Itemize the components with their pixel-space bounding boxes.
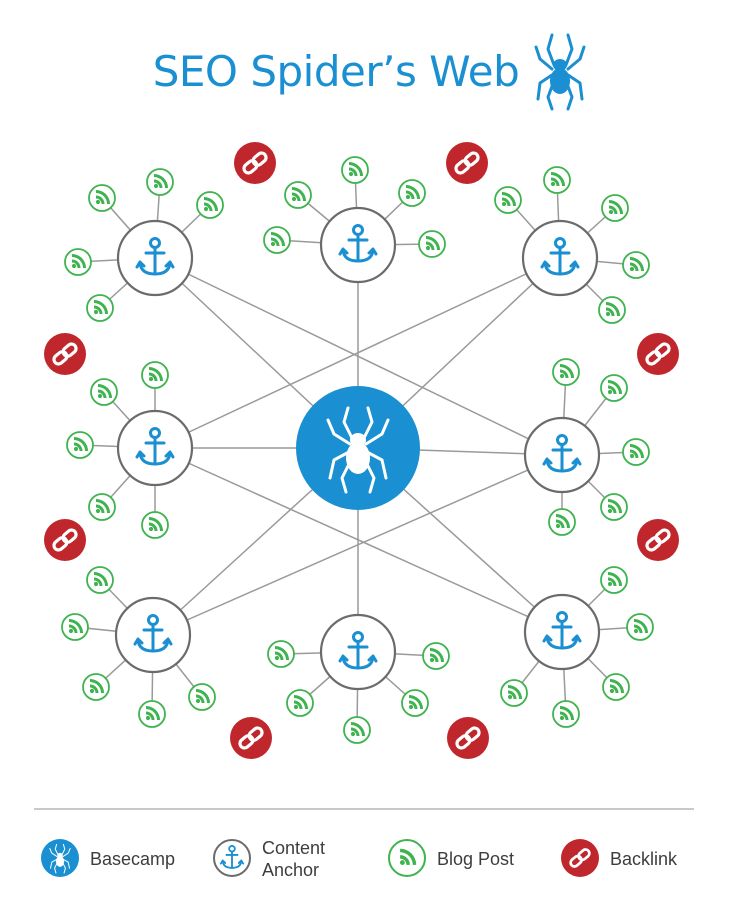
blog-post-node	[286, 689, 314, 717]
blog-post-node	[86, 566, 114, 594]
content-anchor-node	[319, 206, 397, 284]
spider-logo-icon	[534, 33, 586, 111]
blog-post-node	[622, 251, 650, 279]
backlink-node	[446, 142, 488, 184]
legend-content-anchor-label: Content Anchor	[262, 838, 326, 880]
header: SEO Spider’s Web	[0, 26, 740, 116]
blog-post-node	[543, 166, 571, 194]
legend-divider	[34, 808, 694, 810]
blog-post-node	[88, 184, 116, 212]
blog-post-node	[600, 493, 628, 521]
backlink-node	[447, 717, 489, 759]
blog-post-node	[401, 689, 429, 717]
blog-post-node	[146, 168, 174, 196]
blog-post-node	[418, 230, 446, 258]
page-title: SEO Spider’s Web	[152, 46, 520, 96]
web-line	[154, 447, 563, 633]
blog-post-node	[196, 191, 224, 219]
blog-post-node	[600, 566, 628, 594]
content-anchor-node	[521, 219, 599, 297]
legend-basecamp-icon	[41, 839, 79, 877]
content-anchor-node	[116, 219, 194, 297]
blog-post-node	[141, 361, 169, 389]
blog-post-node	[422, 642, 450, 670]
legend-content-anchor: Content Anchor	[252, 835, 342, 883]
legend-backlink: Backlink	[600, 835, 677, 883]
blog-post-node	[548, 508, 576, 536]
blog-post-node	[138, 700, 166, 728]
blog-post-node	[622, 438, 650, 466]
content-anchor-node	[116, 409, 194, 487]
blog-post-node	[66, 431, 94, 459]
blog-post-node	[341, 156, 369, 184]
web-line	[152, 454, 563, 636]
blog-post-node	[61, 613, 89, 641]
blog-post-node	[600, 374, 628, 402]
blog-post-node	[343, 716, 371, 744]
blog-post-node	[188, 683, 216, 711]
blog-post-node	[598, 296, 626, 324]
blog-post-node	[90, 378, 118, 406]
backlink-node	[44, 333, 86, 375]
blog-post-node	[64, 248, 92, 276]
legend-blog-post-label: Blog Post	[437, 849, 515, 869]
legend-backlink-label: Backlink	[610, 849, 678, 869]
backlink-node	[44, 519, 86, 561]
blog-post-node	[86, 294, 114, 322]
legend-basecamp: Basecamp	[80, 835, 175, 883]
web-nodes	[44, 142, 679, 759]
blog-post-node	[267, 640, 295, 668]
blog-post-node	[500, 679, 528, 707]
backlink-node	[637, 519, 679, 561]
basecamp-node	[296, 386, 420, 510]
web-line	[154, 257, 561, 449]
blog-post-node	[552, 700, 580, 728]
backlink-node	[230, 717, 272, 759]
blog-post-node	[82, 673, 110, 701]
content-anchor-node	[523, 416, 601, 494]
blog-post-node	[552, 358, 580, 386]
legend-blog-post-icon	[388, 839, 426, 877]
legend-blog-post: Blog Post	[427, 835, 514, 883]
blog-post-node	[88, 493, 116, 521]
blog-post-node	[263, 226, 291, 254]
legend-basecamp-label: Basecamp	[90, 849, 176, 869]
blog-post-node	[602, 673, 630, 701]
blog-post-node	[601, 194, 629, 222]
blog-post-node	[494, 186, 522, 214]
legend-backlink-icon	[561, 839, 599, 877]
backlink-node	[234, 142, 276, 184]
blog-post-node	[284, 181, 312, 209]
web-line	[154, 257, 563, 456]
blog-post-node	[141, 511, 169, 539]
backlink-node	[637, 333, 679, 375]
content-anchor-node	[114, 596, 192, 674]
content-anchor-node	[523, 593, 601, 671]
legend-anchor-icon	[213, 839, 251, 877]
blog-post-node	[626, 613, 654, 641]
blog-post-node	[398, 179, 426, 207]
content-anchor-node	[319, 613, 397, 691]
